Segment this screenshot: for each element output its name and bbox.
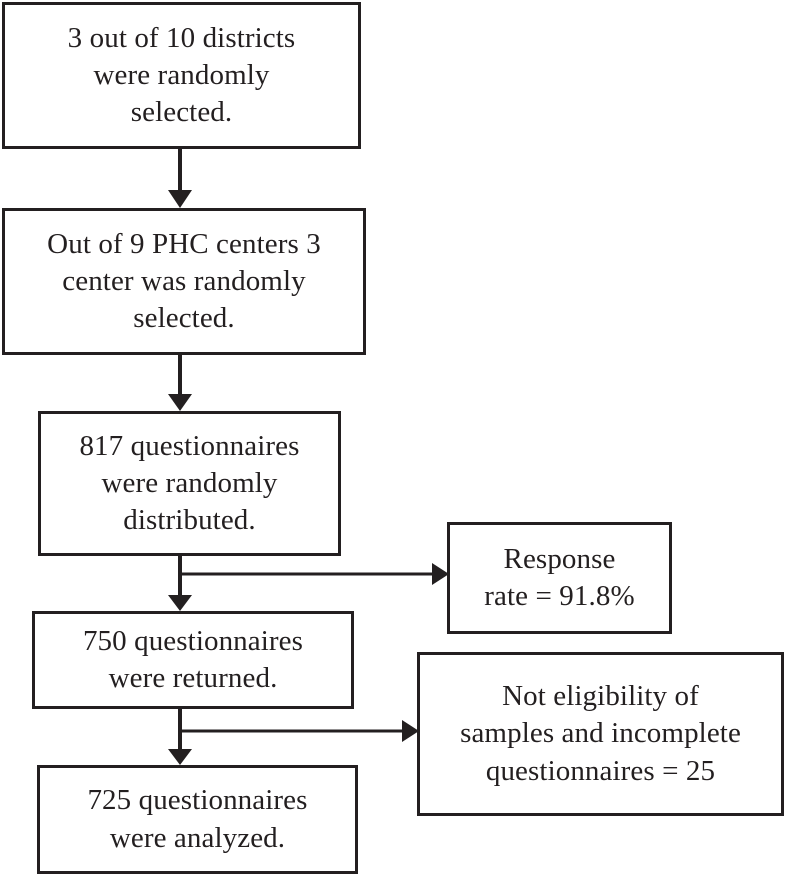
node-questionnaires-returned: 750 questionnaires were returned. bbox=[32, 611, 354, 709]
node-districts-selected: 3 out of 10 districts were randomly sele… bbox=[2, 2, 361, 149]
node-districts-label: 3 out of 10 districts were randomly sele… bbox=[67, 21, 296, 129]
node-not-eligible-excluded: Not eligibility of samples and incomplet… bbox=[417, 652, 784, 816]
edge-returned-to-analyzed bbox=[168, 709, 192, 765]
edge-returned-to-not-eligible bbox=[180, 720, 419, 742]
node-phc-centers-label: Out of 9 PHC centers 3 center was random… bbox=[47, 227, 321, 335]
node-questionnaires-analyzed: 725 questionnaires were analyzed. bbox=[37, 765, 358, 874]
edge-phc-centers-to-distributed bbox=[168, 355, 192, 411]
node-questionnaires-distributed: 817 questionnaires were randomly distrib… bbox=[38, 411, 341, 556]
node-not-eligible-label: Not eligibility of samples and incomplet… bbox=[460, 680, 741, 787]
node-analyzed-label: 725 questionnaires were analyzed. bbox=[87, 784, 308, 854]
node-distributed-label: 817 questionnaires were randomly distrib… bbox=[79, 429, 300, 537]
node-phc-centers-selected: Out of 9 PHC centers 3 center was random… bbox=[2, 208, 366, 355]
node-response-rate-label: Response rate = 91.8% bbox=[484, 542, 635, 612]
edge-districts-to-phc-centers bbox=[168, 149, 192, 208]
node-response-rate: Response rate = 91.8% bbox=[447, 522, 672, 634]
edge-distributed-to-response-rate bbox=[180, 563, 449, 585]
edge-distributed-to-returned bbox=[168, 556, 192, 611]
node-returned-label: 750 questionnaires were returned. bbox=[82, 624, 304, 694]
